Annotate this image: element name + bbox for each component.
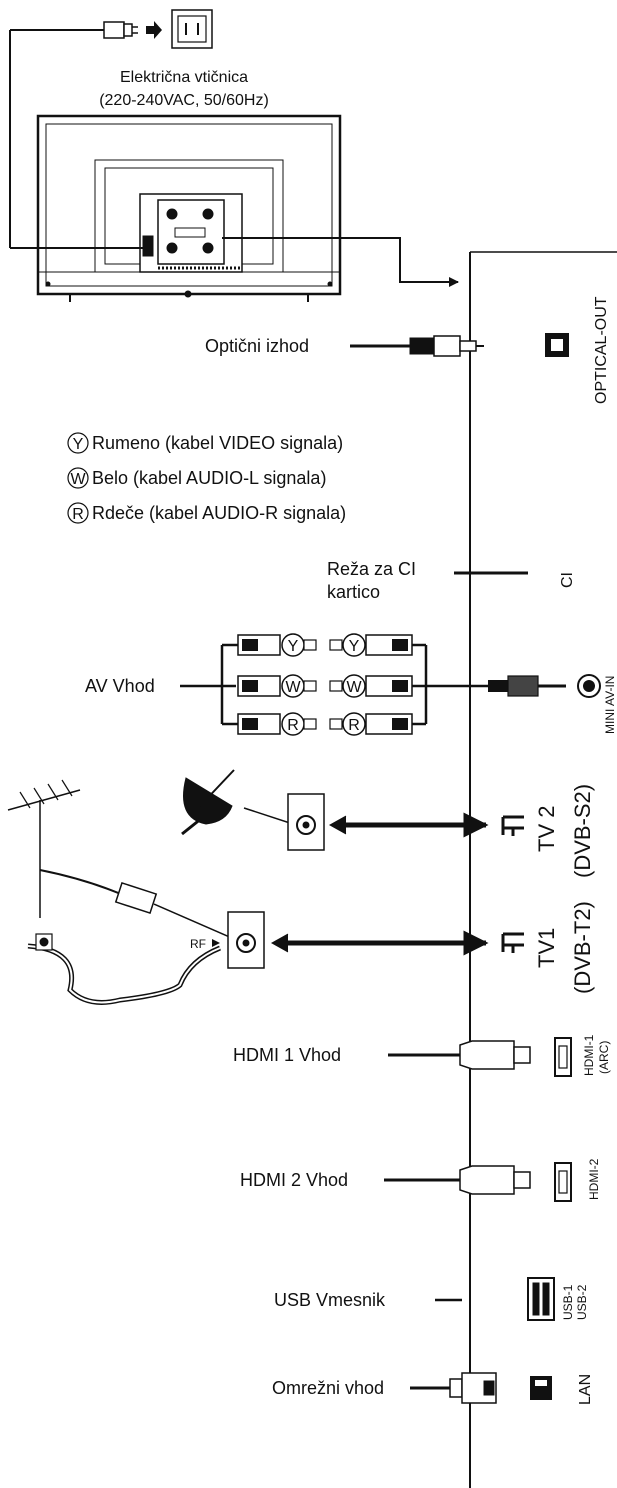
antenna-connector-icon-tv2 <box>501 815 524 836</box>
av-label: AV Vhod <box>85 676 155 696</box>
ci-label-1: Reža za CI <box>327 559 416 579</box>
antenna-connector-icon-tv1 <box>501 932 524 953</box>
wall-outlet-icon <box>171 9 213 49</box>
mini-av-port-label: MINI AV-IN <box>603 676 617 734</box>
hdmi1-arc-label: (ARC) <box>597 1041 611 1074</box>
usb1-port-label: USB-1 <box>561 1284 575 1320</box>
satellite-dish-icon <box>181 769 489 851</box>
legend: Y Rumeno (kabel VIDEO signala) W Belo (k… <box>67 432 346 524</box>
power-outlet-label-1: Električna vtičnica <box>120 69 248 86</box>
tv-panel-edge <box>469 251 617 1488</box>
mini-av-jack-icon <box>577 674 601 698</box>
hdmi2-port-icon <box>554 1162 572 1202</box>
power-outlet-label-2: (220-240VAC, 50/60Hz) <box>99 92 269 109</box>
power-plug-icon <box>9 21 162 248</box>
hdmi2-port-label: HDMI-2 <box>587 1158 601 1200</box>
legend-letter-w: W <box>70 471 86 488</box>
ci-port-label: CI <box>559 572 576 588</box>
lan-label: Omrežni vhod <box>272 1378 384 1398</box>
rf-arrow-icon <box>212 939 220 947</box>
optical-cable-icon <box>350 335 484 357</box>
hdmi1-port-label: HDMI-1 <box>582 1034 596 1076</box>
hdmi1-label: HDMI 1 Vhod <box>233 1045 341 1065</box>
ci-label-2: kartico <box>327 582 380 602</box>
tv-rear-icon <box>10 114 459 302</box>
lan-port-label: LAN <box>577 1374 594 1405</box>
usb-port-icon <box>527 1277 555 1321</box>
legend-letter-y: Y <box>73 436 84 453</box>
legend-letter-r: R <box>72 506 84 523</box>
legend-red: Rdeče (kabel AUDIO-R signala) <box>92 503 346 523</box>
av-letter-w-right: W <box>346 679 362 696</box>
tv2-standard-label: (DVB-S2) <box>570 784 595 878</box>
antenna-icon <box>7 779 489 1005</box>
av-letter-w-left: W <box>285 679 301 696</box>
av-letter-y-right: Y <box>349 638 360 655</box>
av-letter-r-left: R <box>287 717 299 734</box>
tv1-label: TV1 <box>534 928 559 968</box>
hdmi2-label: HDMI 2 Vhod <box>240 1170 348 1190</box>
av-letter-y-left: Y <box>288 638 299 655</box>
usb2-port-label: USB-2 <box>575 1284 589 1320</box>
hdmi2-cable-icon <box>384 1165 531 1195</box>
legend-white: Belo (kabel AUDIO-L signala) <box>92 468 326 488</box>
tv2-label: TV 2 <box>534 806 559 852</box>
hdmi1-port-icon <box>554 1037 572 1077</box>
optical-out-port-label: OPTICAL-OUT <box>593 296 610 404</box>
lan-cable-icon <box>410 1372 497 1404</box>
hdmi1-cable-icon <box>388 1040 531 1070</box>
av-cable-icon <box>180 633 566 736</box>
rf-label: RF <box>190 937 206 951</box>
tv1-standard-label: (DVB-T2) <box>570 901 595 994</box>
optical-label: Optični izhod <box>205 336 309 356</box>
legend-yellow: Rumeno (kabel VIDEO signala) <box>92 433 343 453</box>
av-letter-r-right: R <box>348 717 360 734</box>
usb-label: USB Vmesnik <box>274 1290 386 1310</box>
optical-port-icon <box>545 333 569 357</box>
lan-port-icon <box>530 1376 552 1400</box>
